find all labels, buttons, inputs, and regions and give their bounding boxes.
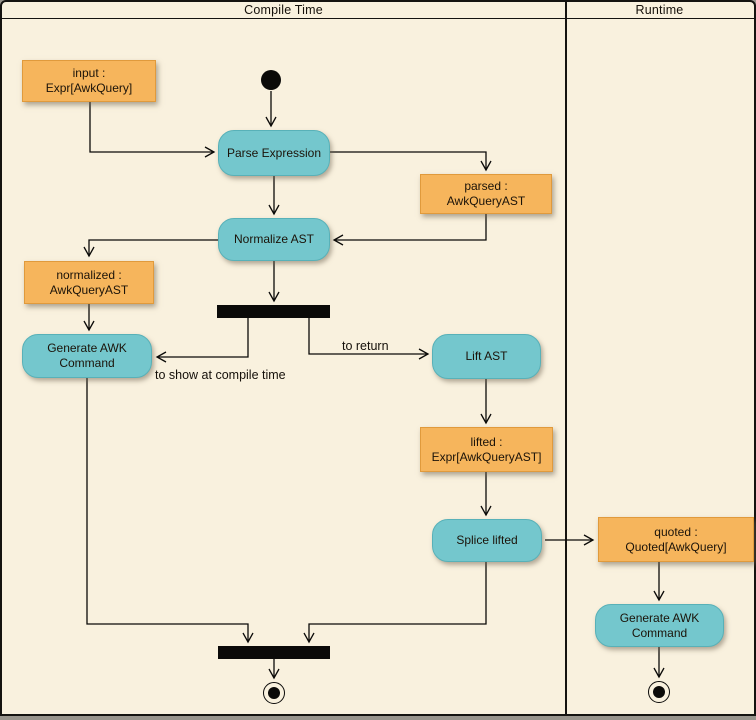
lane-header-compile-time: Compile Time [244,3,323,17]
object-node-normalized: normalized : AwkQueryAST [24,261,154,304]
edge-normalize-to-normalized [83,239,218,258]
object-node-parsed: parsed : AwkQueryAST [420,174,552,214]
final-node-dot [268,687,280,699]
lane-header-row: Compile Time Runtime [2,2,754,19]
initial-node [261,70,281,90]
edge-label-to-return: to return [342,339,389,353]
activity-splice-lifted: Splice lifted [432,519,542,562]
edge-input-to-parse [89,102,216,158]
final-node-dot [653,686,665,698]
activity-parse-expression: Parse Expression [218,130,330,176]
edge-splice-to-join [303,562,487,644]
object-node-input: input : Expr[AwkQuery] [22,60,156,102]
activity-lift-ast: Lift AST [432,334,541,379]
edge-generate-to-join [86,378,254,644]
object-node-lifted: lifted : Expr[AwkQueryAST] [420,427,553,472]
edge-label-to-show-at-compile-time: to show at compile time [155,368,286,382]
edge-parsed-to-normalize [332,214,487,246]
activity-normalize-ast: Normalize AST [218,218,330,261]
join-bar [218,646,330,659]
lane-header-runtime: Runtime [635,3,684,17]
object-node-quoted: quoted : Quoted[AwkQuery] [598,517,754,562]
edge-parse-to-parsed [330,151,492,172]
final-node-compile [263,682,285,704]
fork-bar [217,305,330,318]
activity-generate-awk-command-runtime: Generate AWK Command [595,604,724,647]
lane-divider [565,2,567,714]
final-node-runtime [648,681,670,703]
edge-fork-to-generate [155,318,249,363]
activity-generate-awk-command-compile: Generate AWK Command [22,334,152,378]
